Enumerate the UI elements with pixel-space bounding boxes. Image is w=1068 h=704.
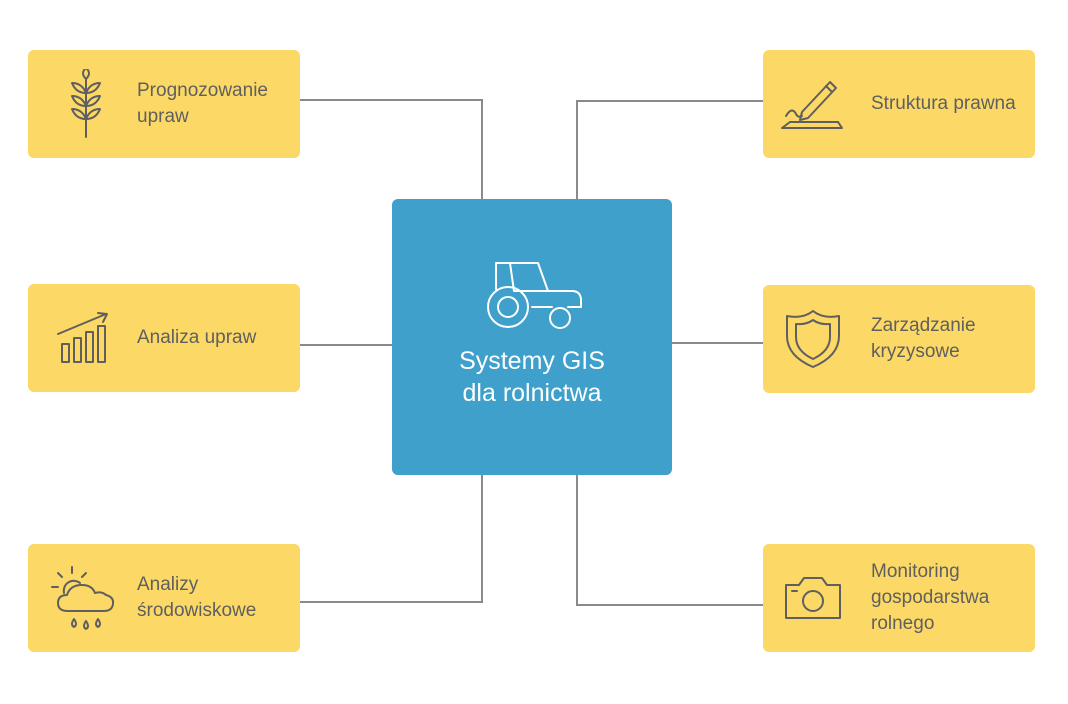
card-farm-monitoring: Monitoring gospodarstwa rolnego	[763, 544, 1035, 652]
card-crop-analysis: Analiza upraw	[28, 284, 300, 392]
growth-chart-icon	[50, 302, 122, 374]
card-label: Struktura prawna	[871, 93, 1016, 114]
card-label: Analiza upraw	[137, 327, 257, 348]
card-legal-structure: Struktura prawna	[763, 50, 1035, 158]
card-crop-forecasting: Prognozowanie upraw	[28, 50, 300, 158]
camera-icon	[777, 562, 849, 634]
connector-bottom-left	[300, 475, 483, 603]
card-crisis-management: Zarządzanie kryzysowe	[763, 285, 1035, 393]
tractor-icon	[487, 262, 582, 329]
connector-top-right	[576, 100, 763, 199]
card-label: Analizy środowiskowe	[137, 574, 257, 621]
connector-bottom-right	[576, 475, 763, 606]
card-label: Zarządzanie kryzysowe	[871, 315, 976, 362]
card-environmental-analysis: Analizy środowiskowe	[28, 544, 300, 652]
card-label: Prognozowanie upraw	[137, 80, 268, 127]
signature-pen-icon	[777, 68, 849, 140]
shield-icon	[777, 303, 849, 375]
wheat-icon	[50, 68, 122, 140]
central-topic-box: Systemy GIS dla rolnictwa	[392, 199, 672, 475]
weather-icon	[50, 562, 122, 634]
connector-top-left	[300, 99, 483, 199]
central-title: Systemy GIS dla rolnictwa	[459, 347, 605, 407]
card-label: Monitoring gospodarstwa rolnego	[871, 561, 990, 634]
